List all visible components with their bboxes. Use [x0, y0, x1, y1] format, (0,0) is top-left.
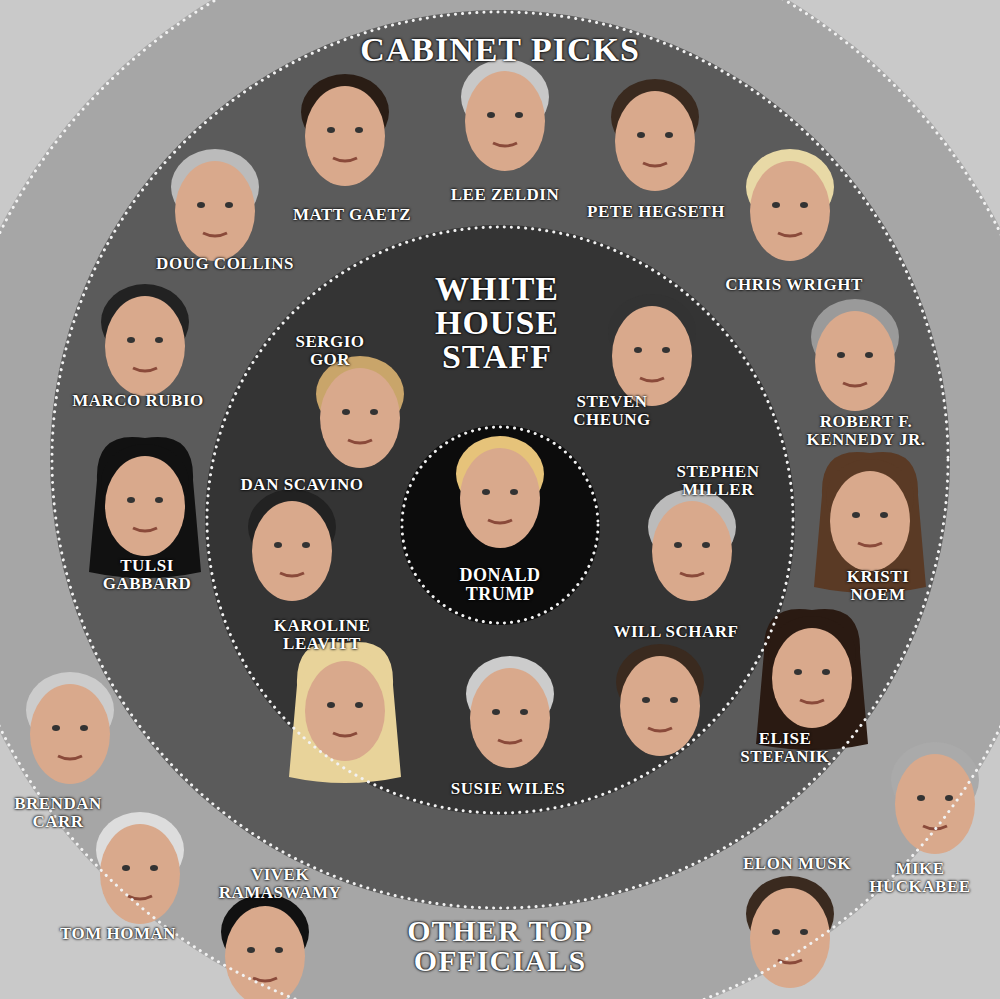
face-portraits	[26, 59, 979, 999]
person-name: CHRIS WRIGHT	[704, 276, 884, 294]
ring-node: DONALD TRUMP	[400, 425, 600, 625]
person-name: KAROLINE LEAVITT	[262, 617, 382, 654]
person-name: STEVEN CHEUNG	[562, 393, 662, 430]
ring-node: WHITE HOUSE STAFF SERGIO GOR STEVEN CHEUNG…	[205, 225, 795, 815]
group-title: WHITE HOUSE STAFF	[422, 272, 572, 374]
person-name: BRENDAN CARR	[8, 795, 108, 832]
dotted-circle	[50, 10, 950, 910]
person-name: STEPHEN MILLER	[663, 463, 773, 500]
person-name: DOUG COLLINS	[135, 255, 315, 273]
center-disc	[400, 425, 600, 625]
group-title: CABINET PICKS	[250, 33, 750, 67]
person-name: MIKE HUCKABEE	[860, 860, 980, 897]
person-name: TOM HOMAN	[48, 925, 188, 943]
person-name: KRISTI NOEM	[828, 568, 928, 605]
ring-node: CABINET PICKS DOUG COLLINS MATT GAETZ LEE Z…	[50, 10, 950, 910]
staff-ring	[205, 225, 795, 815]
person-name: VIVEK RAMASWAMY	[215, 866, 345, 903]
person-name: MATT GAETZ	[272, 206, 432, 224]
person-name: ELON MUSK	[727, 855, 867, 873]
person-name: PETE HEGSETH	[566, 203, 746, 221]
person-name: SERGIO GOR	[285, 333, 375, 370]
person-name: TULSI GABBARD	[92, 557, 202, 594]
person-name: ROBERT F. KENNEDY JR.	[791, 413, 941, 450]
cabinet-ring	[50, 10, 950, 910]
group-title: OTHER TOP OFFICIALS	[355, 916, 645, 976]
person-name: DAN SCAVINO	[222, 476, 382, 494]
person-name: WILL SCHARF	[596, 623, 756, 641]
person-name: LEE ZELDIN	[425, 186, 585, 204]
person-name: MARCO RUBIO	[48, 392, 228, 410]
person-name: SUSIE WILES	[428, 780, 588, 798]
person-name: DONALD TRUMP	[450, 566, 550, 605]
person-name: ELISE STEFANIK	[728, 730, 843, 767]
